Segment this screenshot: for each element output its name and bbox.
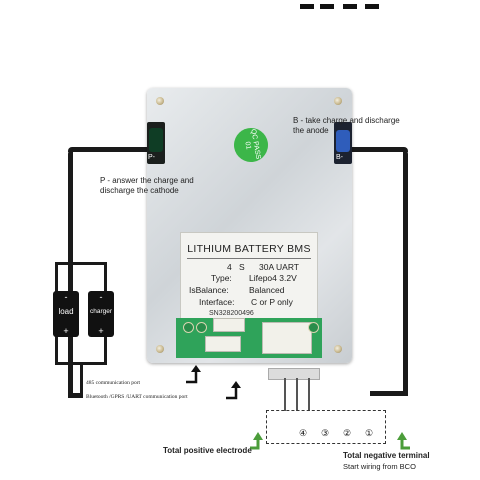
- wire-device-top: [55, 262, 107, 265]
- negative-terminal-subtext: Start wiring from BCO: [343, 462, 416, 471]
- terminal-4: ④: [298, 428, 308, 438]
- terminal-tab: [320, 4, 334, 9]
- connector-balance: [262, 322, 312, 354]
- wire-left-top: [68, 147, 150, 152]
- label-current: 30A UART: [259, 262, 300, 272]
- terminal-tab: [365, 4, 379, 9]
- terminal-1: ①: [364, 428, 374, 438]
- wire-right-vertical: [403, 150, 408, 396]
- p-desc-line1: P - answer the charge and: [100, 176, 194, 185]
- green-arrow-positive-head: [253, 432, 263, 440]
- balance-ribbon-cable: [268, 368, 320, 380]
- green-arrow-positive: [250, 432, 263, 450]
- charger-device: - charger +: [88, 291, 114, 337]
- connector-uart: [205, 336, 241, 352]
- charger-label: charger: [89, 308, 113, 315]
- port-p-knob: [149, 128, 163, 152]
- connector-485: [213, 318, 245, 332]
- label-series-unit: S: [239, 262, 245, 272]
- terminal-2: ②: [342, 428, 352, 438]
- label-title: LITHIUM BATTERY BMS: [187, 243, 311, 255]
- balance-lead: [296, 378, 298, 411]
- green-arrow-negative: [397, 432, 410, 450]
- arrow-bt-head: [231, 381, 241, 388]
- label-interface-value: C or P only: [251, 297, 293, 307]
- wire-right-top: [350, 147, 408, 152]
- label-balance-key: IsBalance:: [189, 285, 229, 295]
- green-arrow-negative-shape: [400, 438, 410, 450]
- label-type-value: Lifepo4 3.2V: [249, 273, 297, 283]
- screw-top-left: [156, 97, 164, 105]
- port-b-label: B-: [336, 154, 343, 161]
- terminal-tab: [343, 4, 357, 9]
- load-device: - load +: [53, 291, 79, 337]
- port-p-label: P-: [148, 154, 155, 161]
- balance-lead: [284, 378, 286, 411]
- charger-plus: +: [98, 326, 104, 336]
- wire-left-bottom: [68, 393, 80, 398]
- label-rule: [187, 258, 311, 259]
- terminal-tab: [300, 4, 314, 9]
- b-desc-line2: the anode: [293, 126, 329, 135]
- green-arrow-negative-head: [397, 432, 407, 440]
- bms-label-plate: LITHIUM BATTERY BMS 4 S 30A UART Type: L…: [180, 232, 318, 319]
- negative-terminal-text: Total negative terminal: [343, 451, 430, 460]
- load-plus: +: [63, 326, 69, 336]
- arrow-485: [186, 370, 198, 384]
- label-balance-value: Balanced: [249, 285, 285, 295]
- balance-lead: [308, 378, 310, 411]
- p-desc-line2: discharge the cathode: [100, 186, 179, 195]
- label-serial: SN328200496: [209, 310, 254, 317]
- wire-right-bottom: [370, 391, 408, 396]
- terminal-3: ③: [320, 428, 330, 438]
- terminal-block: [266, 410, 386, 444]
- label-type-key: Type:: [211, 273, 232, 283]
- port-arrows: [186, 365, 241, 400]
- screw-top-right: [334, 97, 342, 105]
- port-p-minus: P-: [147, 122, 165, 164]
- pcb-hole: [196, 322, 207, 333]
- arrow-bt: [226, 386, 238, 400]
- b-desc-line1: B - take charge and discharge: [293, 116, 400, 125]
- green-arrow-positive-shape: [250, 438, 260, 450]
- wire-loop-bottom: [80, 363, 83, 398]
- qc-pass-text: QC PASS 01: [243, 128, 262, 160]
- label-interface-key: Interface:: [199, 297, 235, 307]
- label-series-count: 4: [227, 262, 232, 272]
- load-minus: -: [64, 292, 68, 302]
- load-label: load: [58, 307, 74, 316]
- charger-minus: -: [99, 292, 103, 302]
- wire-left-vertical: [68, 150, 73, 398]
- port-bt-text: Bluetooth /GPRS /UART communication port: [86, 394, 188, 400]
- arrow-485-head: [191, 365, 201, 372]
- positive-electrode-text: Total positive electrode: [163, 446, 252, 455]
- screw-bottom-left: [156, 345, 164, 353]
- port-b-knob: [336, 130, 350, 152]
- screw-bottom-right: [334, 345, 342, 353]
- pcb-hole: [308, 322, 319, 333]
- pcb-hole: [183, 322, 194, 333]
- port-485-text: 485 communication port: [86, 380, 141, 386]
- port-b-minus: B-: [334, 122, 352, 164]
